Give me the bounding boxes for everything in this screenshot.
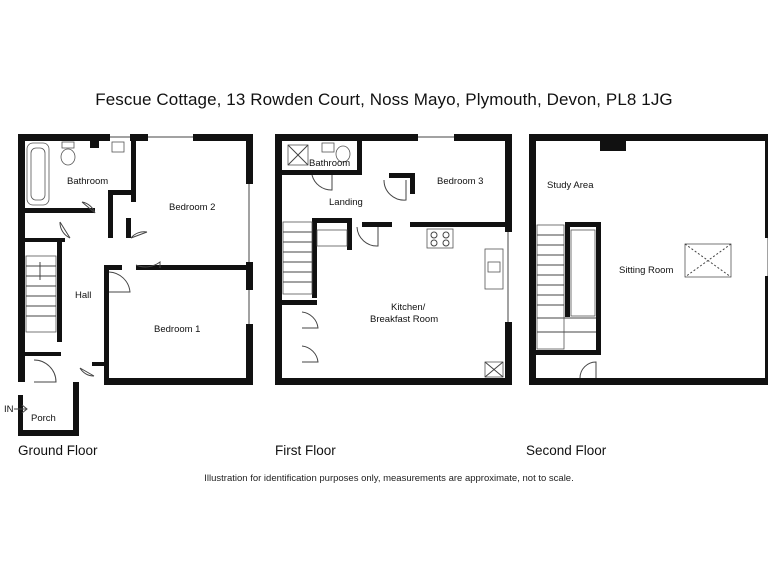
first-floor-label: First Floor <box>275 443 336 458</box>
second-floor-label: Second Floor <box>526 443 607 458</box>
kitchen-label-line2: Breakfast Room <box>370 314 438 325</box>
sitting-room-label: Sitting Room <box>619 265 673 276</box>
landing-label: Landing <box>329 197 363 208</box>
first-stairs <box>282 221 348 295</box>
porch-label: Porch <box>31 413 56 424</box>
second-stairs <box>536 224 596 350</box>
first-floor-plan: Bathroom Landing Bedroom 3 Kitchen/ Brea… <box>275 134 512 385</box>
second-floor-plan: Study Area Sitting Room <box>529 134 768 385</box>
ground-bathroom-label: Bathroom <box>67 176 108 187</box>
hall-label: Hall <box>75 290 91 301</box>
ground-stairs <box>25 255 57 333</box>
kitchen-label-line1: Kitchen/ <box>391 302 426 313</box>
ground-floor-label: Ground Floor <box>18 443 98 458</box>
ground-floor-plan: IN Bathroom Bedroom 2 Hall Bedroom 1 Por… <box>4 134 253 436</box>
plan-title: Fescue Cottage, 13 Rowden Court, Noss Ma… <box>95 90 673 109</box>
entrance-label: IN <box>4 404 14 415</box>
study-area-label: Study Area <box>547 180 594 191</box>
bedroom-1-label: Bedroom 1 <box>154 324 200 335</box>
disclaimer-footnote: Illustration for identification purposes… <box>204 473 574 484</box>
bedroom-3-label: Bedroom 3 <box>437 176 483 187</box>
bedroom-2-label: Bedroom 2 <box>169 202 215 213</box>
first-bathroom-label: Bathroom <box>309 158 350 169</box>
